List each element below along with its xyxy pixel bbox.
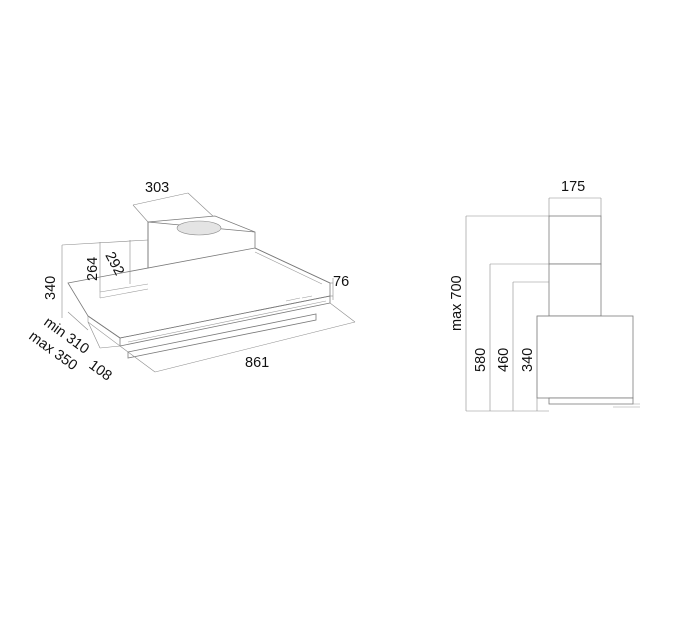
side-chimney-middle: [548, 263, 602, 317]
label-width: 861: [245, 355, 269, 371]
label-depth-offset: 108: [86, 357, 115, 384]
side-canopy: [536, 315, 634, 399]
side-chimney-upper: [548, 215, 602, 265]
label-total-height: 340: [43, 276, 59, 300]
canopy: [67, 247, 331, 359]
label-height-580: 580: [473, 348, 489, 372]
duct-opening: [176, 220, 222, 236]
hood-side-view: 175 max 700 580 460 340: [449, 179, 640, 412]
label-chimney-height-a: 264: [85, 257, 101, 281]
hood-perspective-view: 303 76 861 340 264 292 min 310 max 350 1…: [26, 180, 356, 384]
label-front-thickness: 76: [333, 274, 349, 290]
label-height-max: max 700: [449, 275, 465, 331]
label-chimney-width: 303: [145, 180, 169, 196]
label-chimney-depth: 175: [561, 179, 585, 195]
label-height-460: 460: [496, 348, 512, 372]
label-height-340: 340: [520, 348, 536, 372]
